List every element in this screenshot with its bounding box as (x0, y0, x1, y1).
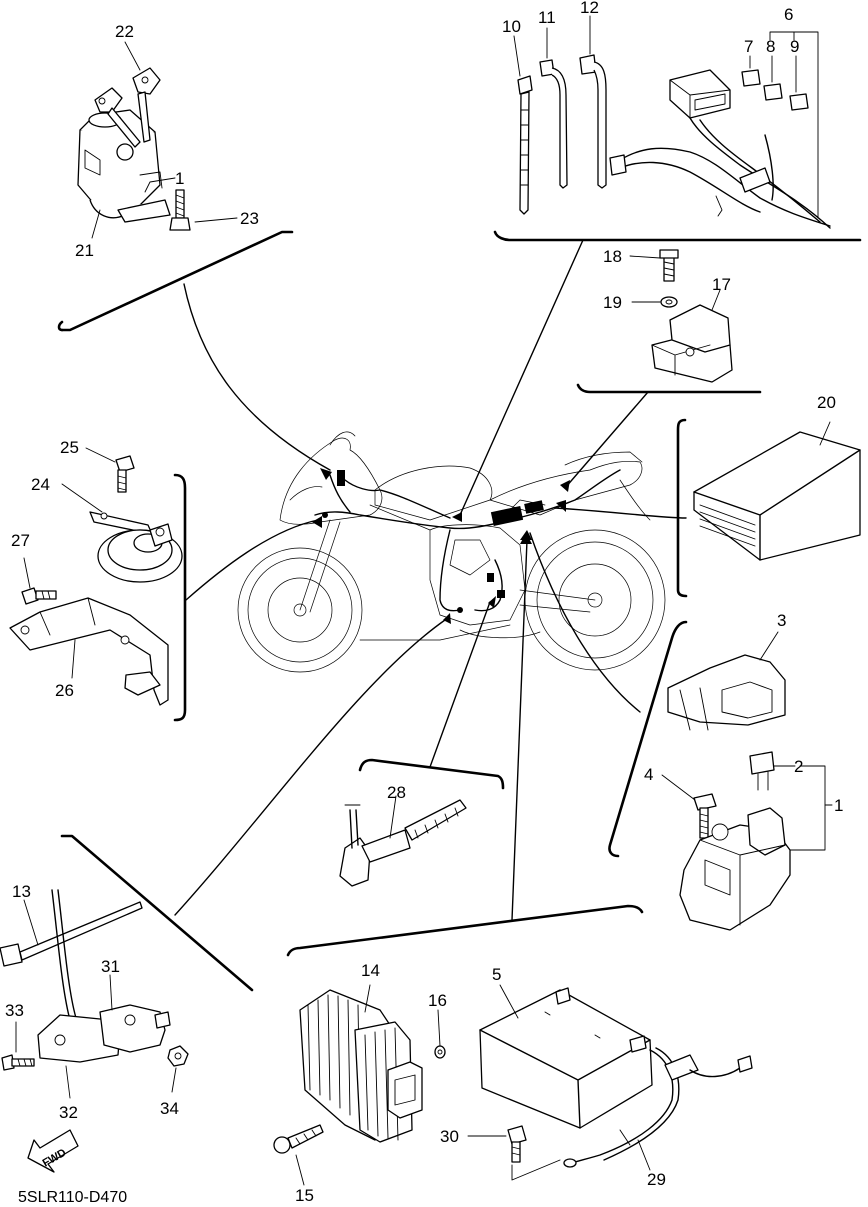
callout-16: 16 (428, 991, 447, 1010)
callout-2: 2 (794, 757, 803, 776)
callout-30: 30 (440, 1127, 459, 1146)
callout-21: 21 (75, 241, 94, 260)
callout-19: 19 (603, 293, 622, 312)
cable-ties-fuses (513, 15, 831, 229)
callout-26: 26 (55, 681, 74, 700)
battery-assembly (467, 984, 753, 1181)
callout-20: 20 (817, 393, 836, 412)
callout-3: 3 (777, 611, 786, 630)
wire-harness (314, 469, 621, 613)
callout-1: 1 (834, 796, 843, 815)
motorcycle-outline (237, 431, 666, 673)
callout-6: 6 (784, 5, 793, 24)
callout-10: 10 (502, 17, 521, 36)
callout-7: 7 (744, 37, 753, 56)
callout-17: 17 (712, 275, 731, 294)
callout-14: 14 (361, 961, 380, 980)
callout-22: 22 (115, 22, 134, 41)
callout-1-main: 1 (175, 169, 184, 188)
main-switch-assembly (77, 41, 238, 239)
callout-8: 8 (766, 37, 775, 56)
starter-relay-assembly (661, 631, 833, 931)
callout-24: 24 (31, 475, 50, 494)
callout-29: 29 (647, 1170, 666, 1189)
callout-33: 33 (5, 1001, 24, 1020)
callout-32: 32 (59, 1103, 78, 1122)
fwd-arrow-icon (27, 1129, 79, 1173)
callout-9: 9 (790, 37, 799, 56)
lower-left-parts (0, 889, 189, 1173)
callout-13: 13 (12, 882, 31, 901)
callout-31: 31 (101, 957, 120, 976)
callout-11: 11 (538, 8, 556, 27)
diagram-code: 5SLR110-D470 (18, 1189, 127, 1206)
callout-18: 18 (603, 247, 622, 266)
leader-lines (174, 239, 687, 921)
callout-34: 34 (160, 1099, 179, 1118)
callout-12: 12 (580, 0, 599, 17)
relay-assembly (629, 249, 733, 383)
horn-assembly (9, 447, 183, 706)
sensor-assembly (339, 795, 467, 887)
callout-labels: 22 21 23 1 10 11 12 6 7 8 9 18 19 17 20 … (5, 0, 843, 1206)
callout-5: 5 (492, 965, 501, 984)
callout-25: 25 (60, 438, 79, 457)
callout-28: 28 (387, 783, 406, 802)
callout-4: 4 (644, 765, 653, 784)
callout-15: 15 (295, 1186, 314, 1205)
callout-27: 27 (11, 531, 30, 550)
callout-23: 23 (240, 209, 259, 228)
frame-brackets (57, 230, 862, 992)
ecu-unit (693, 421, 861, 561)
rectifier-assembly (273, 984, 446, 1186)
